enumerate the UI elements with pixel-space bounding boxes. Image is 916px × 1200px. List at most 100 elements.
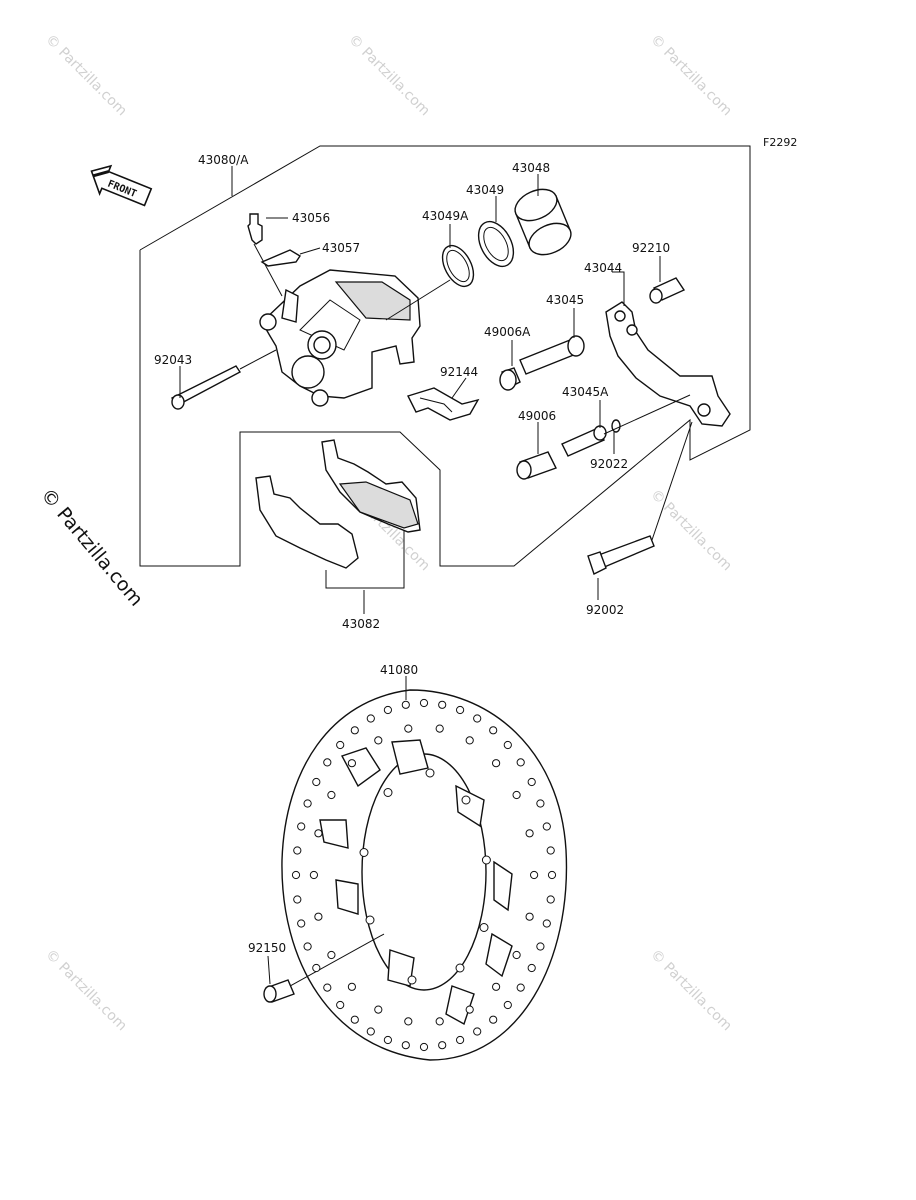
disc-hole — [309, 870, 318, 880]
disc-hole — [293, 846, 302, 855]
leader-lines — [179, 166, 661, 985]
brake-pads — [255, 439, 421, 569]
disc-hole — [303, 799, 312, 808]
boot-49006 — [516, 451, 557, 480]
disc-hole — [419, 1042, 429, 1052]
disc-hole — [404, 724, 413, 733]
label-92144[interactable]: 92144 — [440, 365, 478, 379]
watermark-8: © Partzilla.com — [647, 947, 735, 1035]
label-43045a[interactable]: 43045A — [562, 385, 609, 399]
seal-43049a — [441, 244, 475, 288]
label-92043[interactable]: 92043 — [154, 353, 192, 367]
disc-hole — [366, 1027, 375, 1036]
disc-hole — [404, 1017, 413, 1026]
disc-hole — [492, 759, 501, 768]
slide-pin-92043 — [171, 349, 277, 410]
disc-bolt-axis — [289, 933, 385, 987]
seal-43049 — [477, 220, 515, 268]
watermark-6: © Partzilla.com — [42, 947, 130, 1035]
slide-pin-43045a — [561, 425, 607, 457]
disc-hole — [314, 912, 323, 921]
disc-mount-hole — [455, 963, 465, 973]
disc-hole — [456, 1035, 465, 1045]
disc-hole — [366, 714, 375, 723]
label-43080a[interactable]: 43080/A — [198, 153, 249, 167]
label-49006a[interactable]: 49006A — [484, 325, 531, 339]
disc-hole — [374, 736, 383, 745]
piston-43048 — [514, 188, 572, 256]
disc-hole — [547, 870, 557, 880]
disc-hole — [327, 950, 336, 960]
disc-hole — [465, 1005, 474, 1014]
disc-hole — [350, 726, 359, 735]
label-41080[interactable]: 41080 — [380, 663, 418, 677]
caliper-bracket — [605, 301, 731, 427]
disc-hole — [336, 1000, 345, 1010]
figure-code: F2292 — [763, 136, 797, 149]
label-43056[interactable]: 43056 — [292, 211, 330, 225]
label-43049a[interactable]: 43049A — [422, 209, 469, 223]
bolt-92002 — [587, 421, 693, 575]
disc-hole — [297, 822, 306, 831]
disc-hole — [435, 724, 444, 733]
disc-hole — [435, 1017, 444, 1026]
disc-hole — [516, 983, 525, 992]
slide-pin-43045 — [519, 335, 585, 375]
disc-hole — [546, 846, 555, 855]
label-43049[interactable]: 43049 — [466, 183, 504, 197]
disc-hole — [489, 726, 498, 735]
disc-hole — [473, 1027, 482, 1036]
disc-hole — [527, 777, 536, 787]
disc-mount-hole — [383, 788, 393, 797]
disc-hole — [503, 1000, 512, 1010]
disc-hole — [336, 740, 345, 750]
disc-hole — [525, 829, 534, 838]
label-43048[interactable]: 43048 — [512, 161, 550, 175]
disc-hole — [383, 1035, 392, 1045]
disc-hole — [546, 895, 555, 904]
caliper-body — [259, 269, 421, 407]
disc-hole — [312, 963, 321, 973]
bleeder-valve — [247, 213, 283, 297]
watermark-1: © Partzilla.com — [42, 32, 130, 120]
bleeder-cap — [260, 249, 301, 267]
label-43082[interactable]: 43082 — [342, 617, 380, 631]
label-92210[interactable]: 92210 — [632, 241, 670, 255]
label-43045[interactable]: 43045 — [546, 293, 584, 307]
disc-mount-hole — [365, 915, 375, 925]
disc-hole — [374, 1005, 383, 1014]
label-43057[interactable]: 43057 — [322, 241, 360, 255]
disc-hole — [291, 870, 301, 880]
disc-hole — [492, 982, 501, 991]
disc-hole — [525, 912, 534, 921]
label-92022[interactable]: 92022 — [590, 457, 628, 471]
pad-spring — [407, 387, 480, 421]
watermark-5: © Partzilla.com — [647, 487, 735, 575]
label-43044[interactable]: 43044 — [584, 261, 622, 275]
disc-mount-hole — [481, 855, 491, 865]
disc-hole — [503, 740, 512, 750]
label-92002[interactable]: 92002 — [586, 603, 624, 617]
copyright-side: © Partzilla.com — [36, 484, 147, 610]
label-92150[interactable]: 92150 — [248, 941, 286, 955]
disc-hole — [419, 698, 429, 708]
bolt-92150 — [263, 979, 295, 1003]
disc-mount-hole — [359, 848, 369, 857]
disc-mount-hole — [461, 795, 471, 805]
disc-hole — [473, 714, 482, 723]
disc-hole — [383, 705, 392, 715]
disc-hole — [323, 983, 332, 992]
collar-92210 — [649, 277, 686, 304]
disc-hole — [293, 895, 302, 904]
piston-axis — [385, 279, 451, 321]
disc-hole — [536, 799, 545, 808]
disc-hole — [489, 1015, 498, 1024]
disc-hole — [438, 700, 447, 709]
disc-holes — [291, 698, 557, 1052]
disc-hole — [542, 822, 551, 831]
disc-hole — [327, 790, 336, 800]
disc-hole — [401, 1041, 410, 1050]
disc-hole — [350, 1015, 359, 1024]
boot-49006a — [499, 367, 521, 391]
label-49006[interactable]: 49006 — [518, 409, 556, 423]
